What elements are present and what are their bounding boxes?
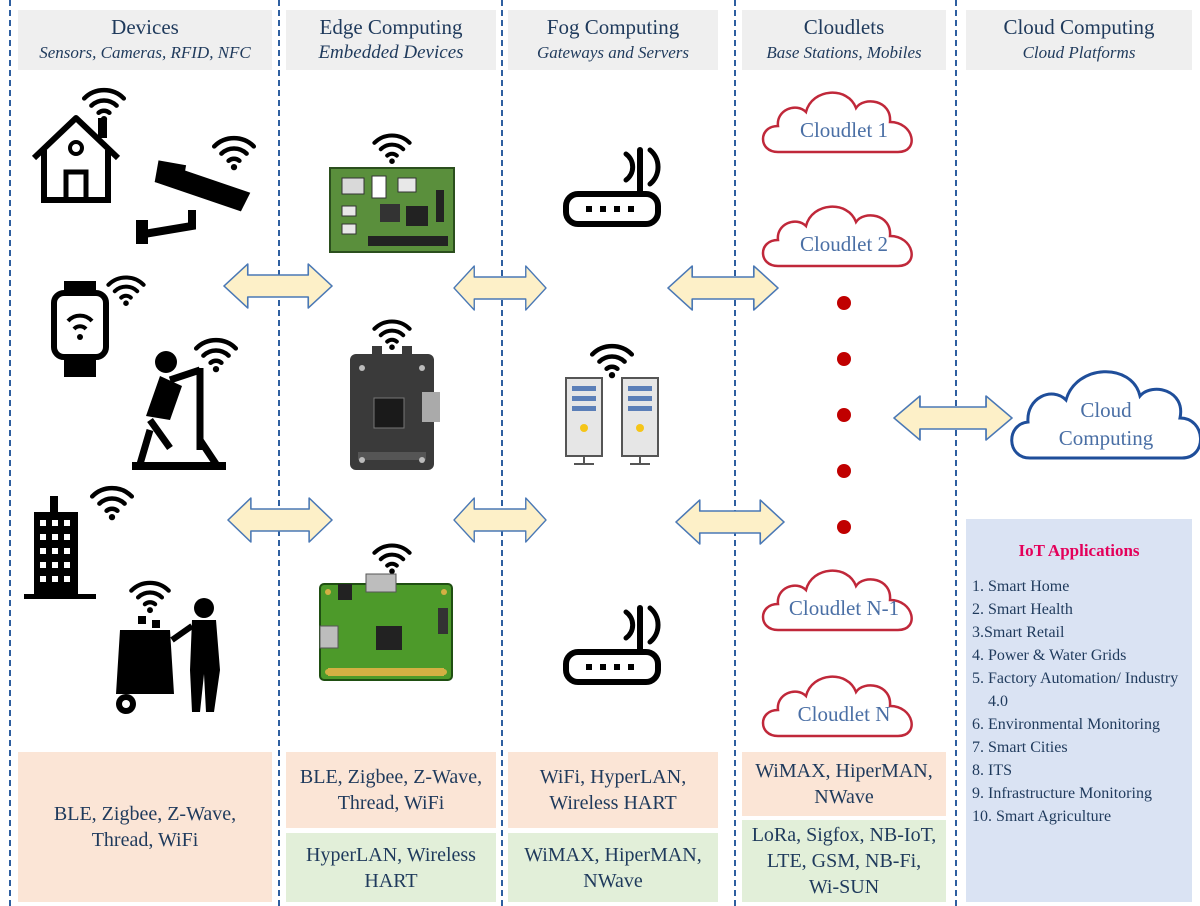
security-camera-icon	[136, 160, 251, 244]
wifi-icon	[374, 545, 409, 574]
raspberry-pi-icon	[319, 573, 453, 681]
list-item: 3.Smart Retail	[972, 621, 1192, 644]
column-title: Devices	[111, 15, 179, 39]
list-item: 4. Power & Water Grids	[972, 644, 1192, 667]
column-divider	[501, 0, 503, 906]
item-number: 10.	[972, 808, 996, 825]
wifi-icon	[196, 340, 236, 372]
wifi-icon	[92, 488, 132, 520]
list-item: 6. Environmental Monitoring	[972, 713, 1192, 736]
item-text: Smart Home	[988, 578, 1070, 595]
column-subtitle: Gateways and Servers	[536, 43, 690, 62]
wifi-icon	[84, 90, 124, 122]
column-title: Fog Computing	[546, 15, 680, 39]
column-title: Cloud Computing	[1003, 15, 1155, 39]
item-text: Smart Retail	[984, 624, 1065, 641]
item-number: 1.	[972, 578, 988, 595]
edge-protocols-bottom: HyperLAN, Wireless HART	[286, 833, 496, 902]
item-text: Environmental Monitoring	[988, 716, 1160, 733]
ellipsis-dots	[837, 296, 851, 534]
devices-header: Devices Sensors, Cameras, RFID, NFC	[18, 10, 272, 70]
circuit-board-icon	[329, 167, 455, 253]
iot-applications-list: 1. Smart Home 2. Smart Health 3.Smart Re…	[966, 575, 1192, 828]
wifi-icon	[592, 346, 632, 378]
item-number: 3.	[972, 624, 984, 641]
cloud-computing-label: Cloud Computing	[1030, 396, 1182, 452]
list-item: 1. Smart Home	[972, 575, 1192, 598]
column-subtitle: Base Stations, Mobiles	[766, 43, 922, 62]
item-text: Factory Automation/ Industry 4.0	[988, 670, 1179, 710]
column-title: Edge Computing	[319, 15, 463, 39]
cloud-header: Cloud Computing Cloud Platforms	[966, 10, 1192, 70]
list-item: 5. Factory Automation/ Industry 4.0	[972, 667, 1192, 713]
column-subtitle: Embedded Devices	[318, 42, 464, 63]
item-text: Smart Agriculture	[996, 808, 1112, 825]
column-divider	[734, 0, 736, 906]
server-icon	[565, 377, 659, 465]
list-item: 8. ITS	[972, 759, 1192, 782]
exercise-bike-icon	[132, 351, 226, 470]
building-icon	[24, 496, 96, 599]
list-item: 2. Smart Health	[972, 598, 1192, 621]
double-arrow-icon	[453, 265, 547, 311]
column-divider	[955, 0, 957, 906]
item-number: 9.	[972, 785, 988, 802]
router-icon	[566, 608, 658, 682]
wifi-icon	[374, 321, 409, 350]
devices-protocols: BLE, Zigbee, Z-Wave, Thread, WiFi	[18, 752, 272, 902]
wifi-icon	[108, 277, 143, 306]
edge-protocols-top: BLE, Zigbee, Z-Wave, Thread, WiFi	[286, 752, 496, 828]
wifi-icon	[131, 583, 168, 613]
double-arrow-icon	[893, 395, 1013, 441]
smartwatch-icon	[51, 281, 109, 377]
cloudlet-label: Cloudlet N	[797, 702, 891, 726]
wifi-icon	[374, 135, 409, 164]
double-arrow-icon	[227, 497, 333, 543]
item-number: 2.	[972, 601, 988, 618]
item-number: 5.	[972, 670, 988, 687]
double-arrow-icon	[675, 499, 785, 545]
cloud-label-line: Computing	[1058, 426, 1154, 450]
list-item: 7. Smart Cities	[972, 736, 1192, 759]
fog-header: Fog Computing Gateways and Servers	[508, 10, 718, 70]
cloudlet-protocols-top: WiMAX, HiperMAN, NWave	[742, 752, 946, 816]
double-arrow-icon	[667, 265, 779, 311]
item-text: Smart Cities	[988, 739, 1068, 756]
item-number: 4.	[972, 647, 988, 664]
cloudlet-protocols-bottom: LoRa, Sigfox, NB-IoT, LTE, GSM, NB-Fi, W…	[742, 820, 946, 902]
fog-protocols-bottom: WiMAX, HiperMAN, NWave	[508, 833, 718, 902]
item-number: 8.	[972, 762, 988, 779]
double-arrow-icon	[223, 263, 333, 309]
waste-bin-icon	[116, 598, 220, 714]
list-item: 9. Infrastructure Monitoring	[972, 782, 1192, 805]
item-text: Smart Health	[988, 601, 1073, 618]
iot-applications-panel: IoT Applications 1. Smart Home 2. Smart …	[966, 519, 1192, 902]
item-text: ITS	[988, 762, 1012, 779]
wifi-icon	[214, 138, 254, 170]
item-number: 6.	[972, 716, 988, 733]
cloud-icon	[1010, 370, 1200, 460]
cloud-label-line: Cloud	[1080, 398, 1132, 422]
cloudlet-label: Cloudlet 1	[799, 118, 889, 142]
item-text: Power & Water Grids	[988, 647, 1127, 664]
column-title: Cloudlets	[803, 15, 885, 39]
cloudlet-label: Cloudlet N-1	[788, 596, 900, 620]
cloudlet-label: Cloudlet 2	[799, 232, 889, 256]
column-divider	[9, 0, 11, 906]
router-icon	[566, 150, 658, 224]
double-arrow-icon	[453, 497, 547, 543]
list-item: 10. Smart Agriculture	[972, 805, 1192, 828]
column-divider	[278, 0, 280, 906]
edge-header: Edge Computing Embedded Devices	[286, 10, 496, 70]
fog-protocols-top: WiFi, HyperLAN, Wireless HART	[508, 752, 718, 828]
cloudlets-header: Cloudlets Base Stations, Mobiles	[742, 10, 946, 70]
microcontroller-icon	[350, 346, 440, 470]
item-text: Infrastructure Monitoring	[988, 785, 1152, 802]
column-subtitle: Sensors, Cameras, RFID, NFC	[39, 43, 251, 62]
house-icon	[31, 115, 121, 203]
item-number: 7.	[972, 739, 988, 756]
iot-applications-title: IoT Applications	[1018, 541, 1140, 560]
column-subtitle: Cloud Platforms	[1022, 43, 1136, 62]
